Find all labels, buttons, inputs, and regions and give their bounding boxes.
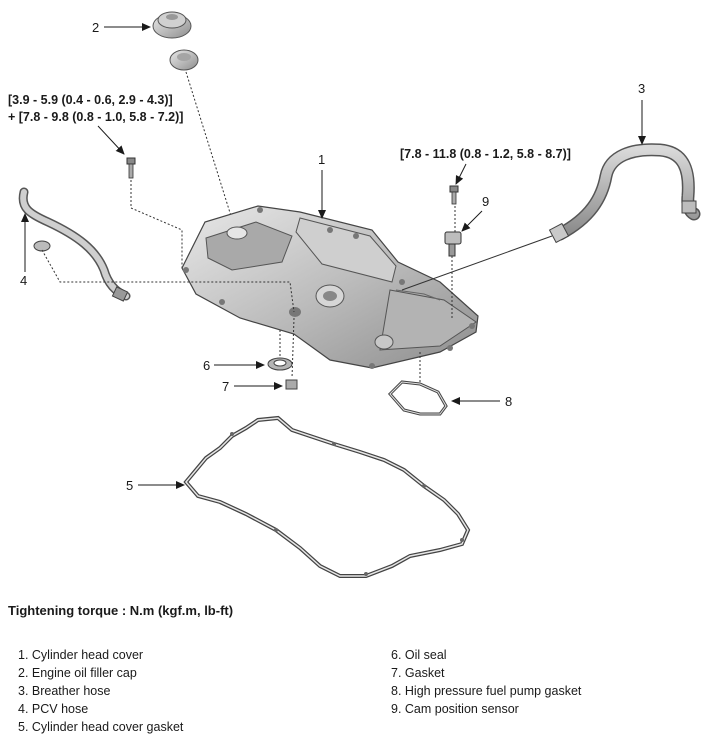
- torque-heading: Tightening torque : N.m (kgf.m, lb-ft): [8, 603, 234, 618]
- cam-position-sensor: [444, 231, 462, 257]
- callout-9: 9: [482, 194, 489, 209]
- cover-bolt-guide-line: [130, 180, 183, 268]
- legend-item: 9. Cam position sensor: [391, 702, 519, 716]
- cylinder-head-cover-gasket: [183, 415, 471, 578]
- legend-item: 1. Cylinder head cover: [18, 648, 144, 662]
- callout-2: 2: [92, 20, 99, 35]
- cylinder-head-cover: [181, 205, 479, 369]
- pcv-hose: [18, 187, 131, 302]
- fuel-pump-gasket: [387, 380, 448, 416]
- legend-item: 3. Breather hose: [18, 684, 111, 698]
- callout-7: 7: [222, 379, 229, 394]
- legend-item: 8. High pressure fuel pump gasket: [391, 684, 582, 698]
- torque-cover-arrow: [97, 125, 125, 155]
- pcv-hose-guide-line: [41, 249, 295, 313]
- oil-seal: [267, 357, 293, 371]
- torque-sensor-arrow: [455, 163, 467, 185]
- legend-left: 1. Cylinder head cover 2. Engine oil fil…: [18, 646, 183, 736]
- oil-filler-cap: [152, 11, 199, 71]
- legend-right: 6. Oil seal 7. Gasket 8. High pressure f…: [391, 646, 581, 718]
- legend-item: 7. Gasket: [391, 666, 445, 680]
- legend-item: 2. Engine oil filler cap: [18, 666, 137, 680]
- callout-3: 3: [638, 81, 645, 96]
- callout-1: 1: [318, 152, 325, 167]
- cover-bolt: [126, 157, 136, 179]
- torque-spec-cover-line2: + [7.8 - 9.8 (0.8 - 1.0, 5.8 - 7.2)]: [8, 110, 183, 124]
- breather-hose: [548, 143, 701, 244]
- callout-8: 8: [505, 394, 512, 409]
- filler-cap-guide-line: [185, 71, 237, 233]
- callout-9-arrow: [461, 210, 483, 232]
- exploded-parts-diagram: [3.9 - 5.9 (0.4 - 0.6, 2.9 - 4.3)] + [7.…: [8, 11, 701, 578]
- legend-item: 4. PCV hose: [18, 702, 89, 716]
- callout-5: 5: [126, 478, 133, 493]
- torque-spec-sensor: [7.8 - 11.8 (0.8 - 1.2, 5.8 - 8.7)]: [400, 147, 571, 161]
- callout-6: 6: [203, 358, 210, 373]
- torque-spec-cover-line1: [3.9 - 5.9 (0.4 - 0.6, 2.9 - 4.3)]: [8, 93, 173, 107]
- breather-hose-guide-line: [401, 235, 553, 291]
- legend-item: 6. Oil seal: [391, 648, 447, 662]
- legend-item: 5. Cylinder head cover gasket: [18, 720, 184, 734]
- sensor-bolt: [449, 185, 459, 205]
- small-gasket: [285, 379, 298, 390]
- callout-4: 4: [20, 273, 27, 288]
